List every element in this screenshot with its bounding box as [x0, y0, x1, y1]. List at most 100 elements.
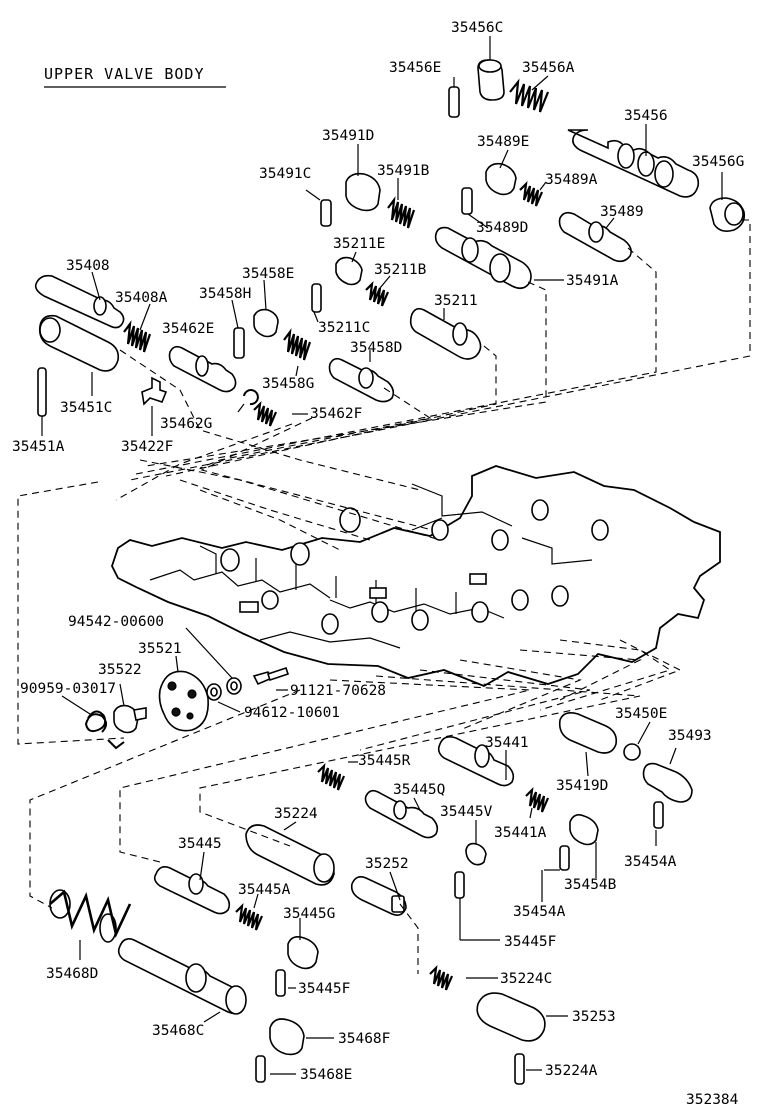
- part-35521-damper: [158, 670, 209, 732]
- label-35468E: 35468E: [300, 1067, 352, 1083]
- part-35458H: [253, 308, 279, 338]
- part-35522: [113, 704, 147, 734]
- part-35211-valve: [409, 307, 482, 360]
- label-35224: 35224: [274, 806, 318, 822]
- part-35445V: [465, 842, 487, 866]
- label-35445A: 35445A: [238, 882, 291, 898]
- label-35491B: 35491B: [377, 163, 430, 179]
- diagram-title: UPPER VALVE BODY: [44, 65, 205, 83]
- label-91121-70628: 91121-70628: [290, 683, 386, 699]
- label-35456A: 35456A: [522, 60, 575, 76]
- part-90959-03017-spring: [84, 710, 125, 750]
- part-35462G-clip: [243, 389, 259, 406]
- part-35224: [245, 824, 335, 886]
- part-35211B-spring: [365, 280, 390, 307]
- part-35408: [34, 274, 125, 329]
- label-35224A: 35224A: [545, 1063, 598, 1079]
- label-35445V: 35445V: [440, 804, 493, 820]
- label-35441A: 35441A: [494, 825, 547, 841]
- label-35462E: 35462E: [162, 321, 214, 337]
- part-35462F-spring: [253, 400, 278, 427]
- part-35422F-plate: [141, 376, 168, 406]
- part-35489D: [461, 187, 473, 215]
- label-94612-10601: 94612-10601: [244, 705, 340, 721]
- label-94542-00600: 94542-00600: [68, 614, 164, 630]
- part-94542-00600-washer: [226, 677, 242, 695]
- part-35491A-valve: [434, 226, 532, 290]
- part-35491C: [320, 199, 332, 227]
- part-35468F: [269, 1018, 305, 1056]
- part-35224A-pin: [514, 1053, 525, 1085]
- part-35445F-pin: [275, 969, 286, 997]
- label-35450E: 35450E: [615, 706, 667, 722]
- label-35458E: 35458E: [242, 266, 294, 282]
- part-35454A-pin: [559, 845, 570, 871]
- label-35211C: 35211C: [318, 320, 370, 336]
- part-35253: [476, 992, 546, 1042]
- part-35252: [350, 876, 407, 916]
- part-35456E: [448, 86, 460, 118]
- part-35489E: [485, 162, 517, 196]
- label-35489A: 35489A: [545, 172, 598, 188]
- leader-lines: [41, 36, 723, 1075]
- label-35522: 35522: [98, 662, 142, 678]
- label-35408: 35408: [66, 258, 110, 274]
- part-35462-valve: [168, 345, 237, 393]
- part-35493: [642, 762, 693, 803]
- label-35468F: 35468F: [338, 1031, 390, 1047]
- part-35445-valve: [153, 866, 231, 915]
- part-35445R-spring: [317, 762, 346, 791]
- label-35211E: 35211E: [333, 236, 385, 252]
- label-35456E: 35456E: [389, 60, 441, 76]
- label-35454B: 35454B: [564, 877, 617, 893]
- part-91121-70628-bolt: [252, 666, 290, 686]
- label-35211: 35211: [434, 293, 478, 309]
- part-35211C: [311, 283, 322, 313]
- part-35462E: [233, 327, 245, 359]
- label-35252: 35252: [365, 856, 409, 872]
- label-35458D: 35458D: [350, 340, 402, 356]
- label-35441: 35441: [485, 735, 529, 751]
- label-35491A: 35491A: [566, 273, 619, 289]
- part-35456-valve: [567, 129, 700, 198]
- part-35468C-valve: [117, 938, 247, 1015]
- part-35211E: [335, 256, 363, 286]
- label-35493: 35493: [668, 728, 712, 744]
- label-35211B: 35211B: [374, 262, 427, 278]
- part-35441-valve: [437, 736, 515, 787]
- part-35451A-pin: [37, 367, 47, 417]
- label-35456G: 35456G: [692, 154, 744, 170]
- part-35224C-spring: [429, 964, 454, 991]
- label-35445R: 35445R: [358, 753, 411, 769]
- part-35489-valve: [558, 211, 632, 263]
- part-35450E-ball: [623, 743, 641, 761]
- part-35445G: [287, 936, 319, 970]
- label-90959-03017: 90959-03017: [20, 681, 116, 697]
- part-35458D-valve: [328, 357, 395, 403]
- part-35468D-spring: [49, 889, 132, 943]
- part-94612-10601-washer: [206, 683, 222, 701]
- label-35489: 35489: [600, 204, 644, 220]
- label-35224C: 35224C: [500, 971, 552, 987]
- upper-valve-body: [111, 465, 721, 687]
- label-35419D: 35419D: [556, 778, 608, 794]
- part-35456A-spring: [509, 78, 550, 113]
- part-35454B: [569, 814, 599, 846]
- label-35253: 35253: [572, 1009, 616, 1025]
- label-35451A: 35451A: [12, 439, 65, 455]
- part-35458G-spring: [283, 328, 312, 361]
- part-labels: 35456C 35456E 35456A 35456 35456G 35491D…: [12, 20, 744, 1108]
- label-35422F: 35422F: [121, 439, 173, 455]
- part-35468E-pin: [255, 1055, 266, 1083]
- label-35451C: 35451C: [60, 400, 112, 416]
- label-35491C: 35491C: [259, 166, 311, 182]
- label-35445F-right: 35445F: [504, 934, 556, 950]
- label-35445G: 35445G: [283, 906, 335, 922]
- label-35521: 35521: [138, 641, 182, 657]
- drawing-number: 352384: [686, 1092, 739, 1108]
- label-35408A: 35408A: [115, 290, 168, 306]
- label-35468D: 35468D: [46, 966, 98, 982]
- label-35445F: 35445F: [298, 981, 350, 997]
- part-35456G: [709, 197, 746, 232]
